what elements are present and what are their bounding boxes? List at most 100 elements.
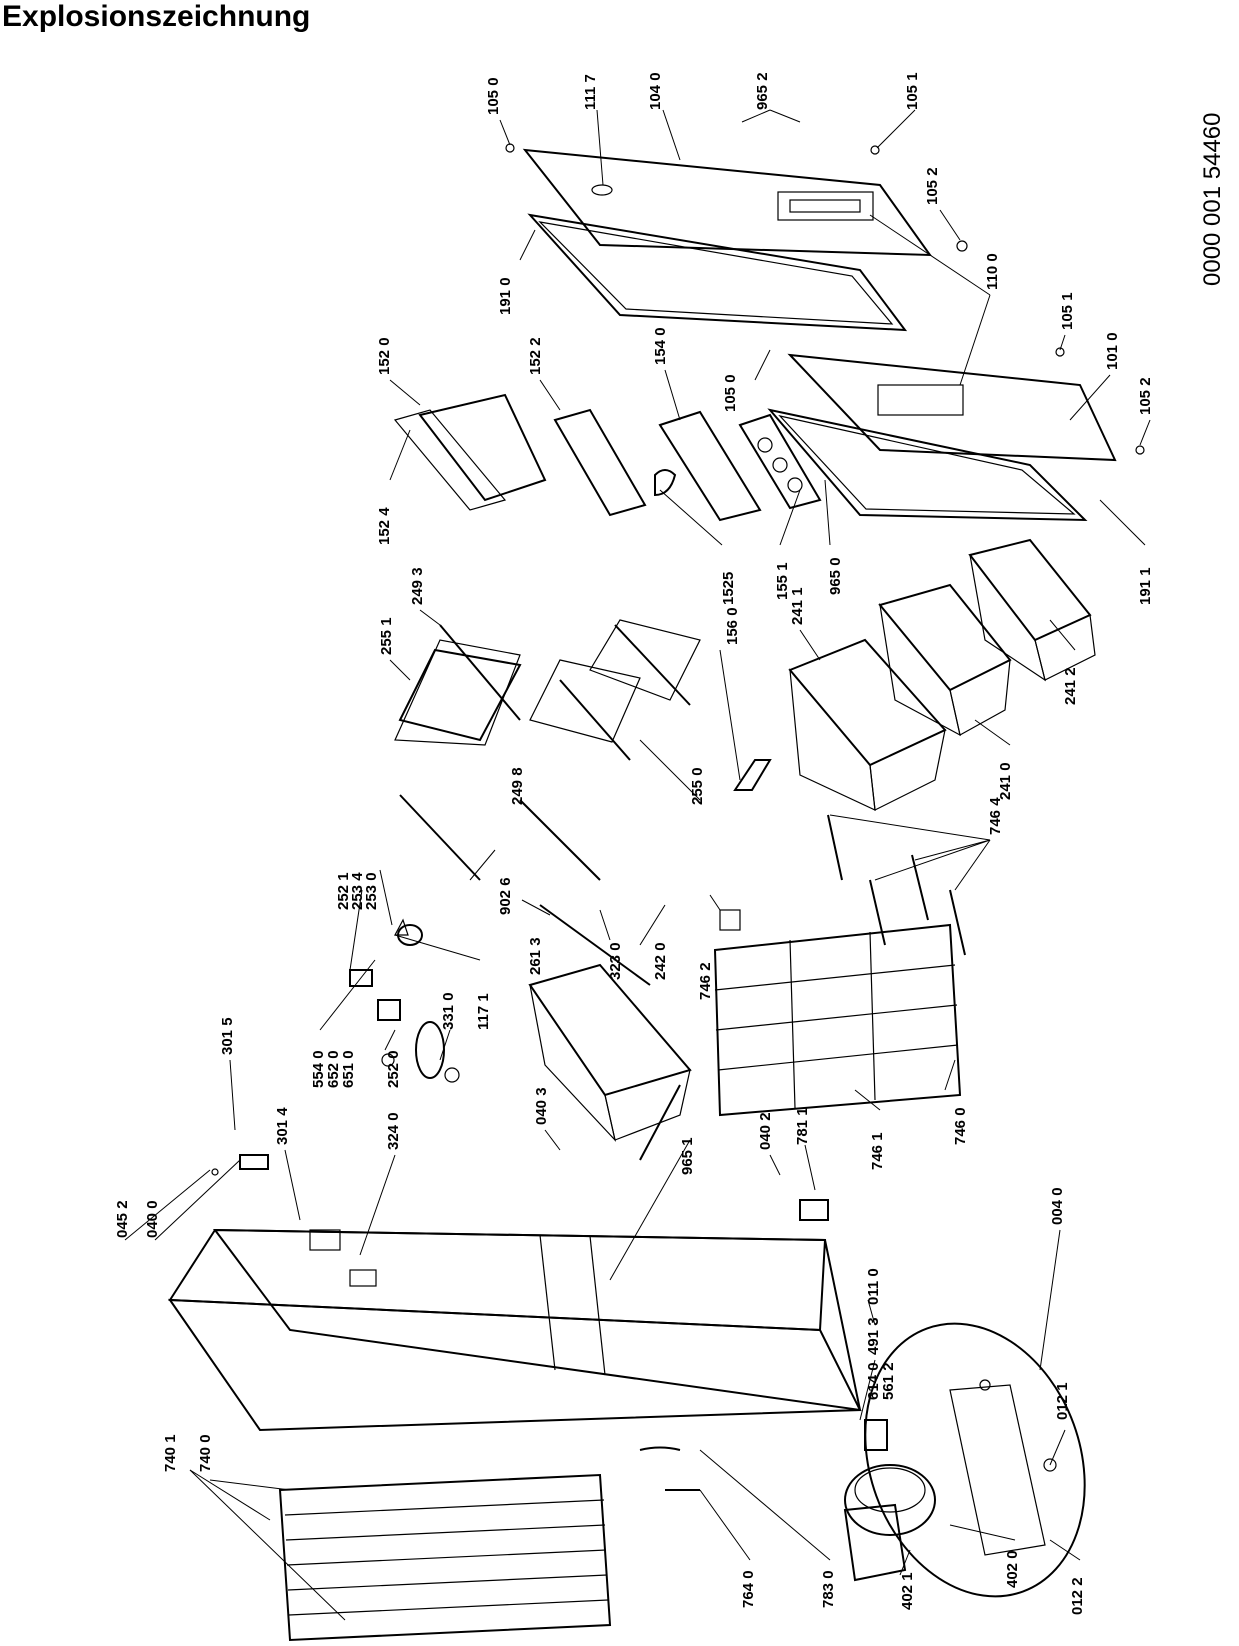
part-label: 191 1 (1137, 567, 1154, 605)
compressor-base-004-0 (864, 1322, 1086, 1598)
egg-tray-155-1 (738, 413, 822, 510)
part-label: 040 0 (144, 1200, 161, 1238)
part-label: 491 3 (865, 1317, 882, 1355)
part-label: 781 1 (794, 1107, 811, 1145)
freezer-drawer-241-1 (788, 638, 947, 811)
part-label: 241 2 (1062, 667, 1079, 705)
thermostat-lamp-assembly (349, 918, 460, 1083)
upper-door-gasket (527, 213, 908, 332)
part-label: 764 0 (740, 1570, 757, 1608)
part-label: 045 2 (114, 1200, 131, 1238)
part-label: 105 0 (485, 77, 502, 115)
upper-door (522, 148, 932, 257)
relay-491-3 (864, 1419, 888, 1451)
glass-shelf-255-1 (394, 624, 522, 881)
part-label: 255 1 (378, 617, 395, 655)
part-label: 331 0 (440, 992, 457, 1030)
part-label: 902 6 (497, 877, 514, 915)
page-title: Explosionszeichnung (2, 0, 311, 33)
part-label: 191 0 (497, 277, 514, 315)
compressor-cover-402-1 (843, 1503, 907, 1582)
part-label: 011 0 (865, 1268, 882, 1305)
part-label: 111 7 (582, 74, 599, 110)
part-label: 746 1 (869, 1132, 886, 1170)
part-label: 740 0 (197, 1434, 214, 1472)
lower-door-gasket (767, 408, 1088, 522)
part-label: 004 0 (1049, 1187, 1066, 1225)
dairy-compartment-156-0 (733, 759, 772, 791)
part-label: 614 0 (865, 1362, 882, 1400)
leader-lines (124, 109, 1151, 1621)
part-label: 156 0 (724, 607, 741, 645)
part-label: 012 2 (1069, 1577, 1086, 1615)
freezer-drawer-241-0 (878, 583, 1012, 737)
condenser-coil-740-0 (278, 1473, 612, 1642)
part-label: 252 1 (335, 872, 352, 910)
part-label: 740 1 (162, 1434, 179, 1472)
hinge-parts (211, 143, 1145, 1221)
door-shelf-154-0 (658, 410, 762, 522)
part-label: 104 0 (647, 72, 664, 110)
compressor-402-0 (844, 1464, 936, 1536)
cabinet-body (168, 1228, 862, 1432)
door-shelf-152-0 (393, 393, 547, 511)
part-label: 652 0 (325, 1050, 342, 1088)
part-label: 1525 (720, 572, 737, 605)
part-label: 402 0 (1004, 1550, 1021, 1588)
part-label: 301 4 (274, 1107, 291, 1145)
part-label: 040 2 (757, 1112, 774, 1150)
evaporator-746-0 (713, 909, 962, 1117)
part-label: 105 2 (924, 167, 941, 205)
part-label: 965 2 (754, 72, 771, 110)
part-label: 746 2 (697, 962, 714, 1000)
part-label: 554 0 (310, 1050, 327, 1088)
part-label: 783 0 (820, 1570, 837, 1608)
part-label: 402 1 (899, 1572, 916, 1610)
part-label: 101 0 (1104, 332, 1121, 370)
part-label: 242 0 (652, 942, 669, 980)
bottle-holder-1525 (654, 469, 677, 497)
freezer-drawer-241-2 (968, 538, 1096, 682)
document-number-text: 0000 001 54460 (1199, 112, 1226, 286)
part-label: 117 1 (475, 993, 492, 1030)
part-label: 241 1 (789, 587, 806, 625)
crisper-drawer-242-0 (528, 904, 692, 1161)
part-label: 040 3 (533, 1087, 550, 1125)
part-label: 154 0 (652, 327, 669, 365)
part-label: 253 4 (349, 872, 366, 910)
part-label: 152 4 (376, 507, 393, 545)
drawer-runners-746-4 (827, 814, 966, 956)
part-label: 965 1 (679, 1137, 696, 1175)
part-label: 105 2 (1137, 377, 1154, 415)
part-label: 105 1 (1059, 292, 1076, 330)
part-label: 249 8 (509, 767, 526, 805)
part-label: 965 0 (827, 557, 844, 595)
part-label: 105 1 (904, 72, 921, 110)
part-label: 253 0 (363, 872, 380, 910)
part-label: 110 0 (984, 253, 1001, 290)
part-labels: 105 0 111 7 104 0 965 2 105 1 105 2 191 … (114, 72, 1154, 1615)
part-label: 249 3 (409, 567, 426, 605)
part-label: 152 0 (376, 337, 393, 375)
part-label: 746 0 (952, 1107, 969, 1145)
part-label: 105 0 (722, 374, 739, 412)
part-label: 255 0 (689, 767, 706, 805)
part-label: 301 5 (219, 1017, 236, 1055)
door-shelf-152-2 (553, 408, 647, 517)
document-number: 0000 001 54460 (1199, 112, 1226, 286)
part-label: 155 1 (774, 562, 791, 600)
part-label: 651 0 (340, 1050, 357, 1088)
part-label: 561 2 (880, 1362, 897, 1400)
part-label: 241 0 (997, 762, 1014, 800)
part-label: 152 2 (527, 337, 544, 375)
part-label: 746 4 (987, 797, 1004, 835)
part-label: 324 0 (385, 1112, 402, 1150)
part-label: 323 0 (607, 942, 624, 980)
glass-shelf-255-0 (519, 619, 701, 881)
part-label: 252 0 (385, 1050, 402, 1088)
part-label: 261 3 (527, 937, 544, 975)
part-label: 012 1 (1054, 1382, 1071, 1420)
lower-door (787, 353, 1117, 462)
capillary-783-0 (639, 1446, 681, 1451)
